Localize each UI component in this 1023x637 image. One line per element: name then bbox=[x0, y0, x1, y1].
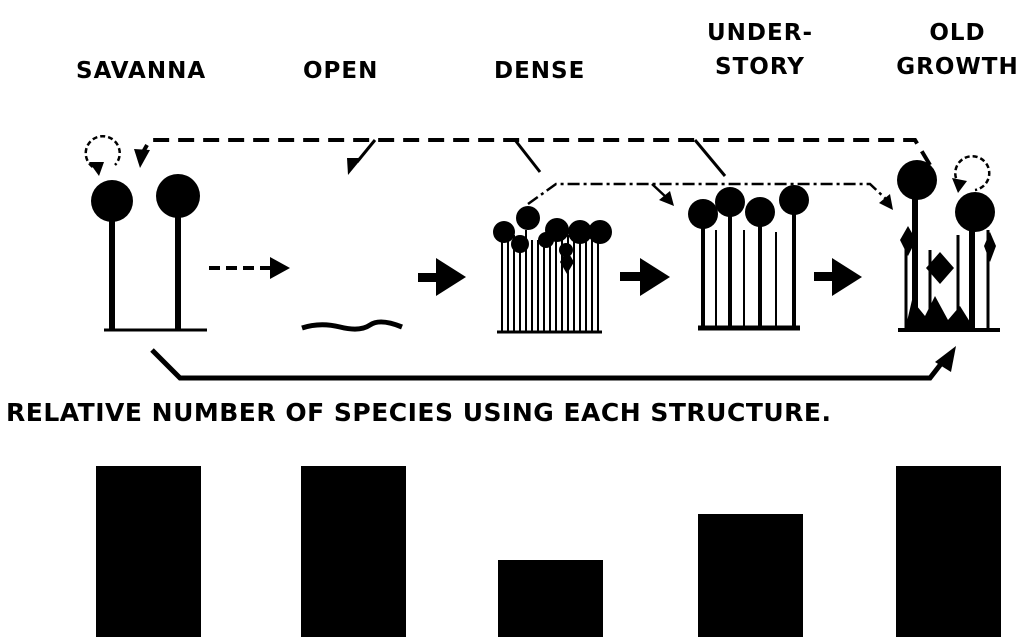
stage-label-open: OPEN bbox=[303, 58, 379, 84]
dense-to-old-growth-dashdot-arrow-icon bbox=[527, 182, 893, 210]
arrow-dense-to-understory-icon bbox=[620, 258, 670, 296]
disturbance-return-arrow-icon bbox=[134, 138, 932, 177]
stage-label-understory: UNDER- STORY bbox=[707, 20, 813, 80]
old-growth-self-loop-icon bbox=[952, 154, 991, 193]
stage-label-dense: DENSE bbox=[494, 58, 586, 84]
arrow-open-to-dense-icon bbox=[418, 258, 466, 296]
savanna-trees-icon bbox=[91, 174, 207, 332]
understory-stand-icon bbox=[688, 185, 809, 331]
open-ground-icon bbox=[301, 319, 403, 332]
old-growth-stand-icon bbox=[897, 160, 1000, 332]
bar-dense bbox=[498, 560, 603, 637]
dense-stand-icon bbox=[493, 206, 612, 334]
stage-label-old-growth: OLD GROWTH bbox=[896, 20, 1019, 80]
savanna-self-loop-icon bbox=[84, 134, 121, 176]
bar-under-story bbox=[698, 514, 803, 637]
bar-open bbox=[301, 466, 406, 637]
savanna-to-old-growth-arrow-icon bbox=[150, 346, 956, 381]
arrow-savanna-to-open-icon bbox=[209, 257, 290, 279]
species-bar-chart bbox=[96, 466, 1001, 637]
chart-caption: RELATIVE NUMBER OF SPECIES USING EACH ST… bbox=[6, 398, 832, 427]
arrow-understory-to-old-growth-icon bbox=[814, 258, 862, 296]
stage-label-savanna: SAVANNA bbox=[76, 58, 207, 84]
bar-old-growth bbox=[896, 466, 1001, 637]
bar-savanna bbox=[96, 466, 201, 637]
